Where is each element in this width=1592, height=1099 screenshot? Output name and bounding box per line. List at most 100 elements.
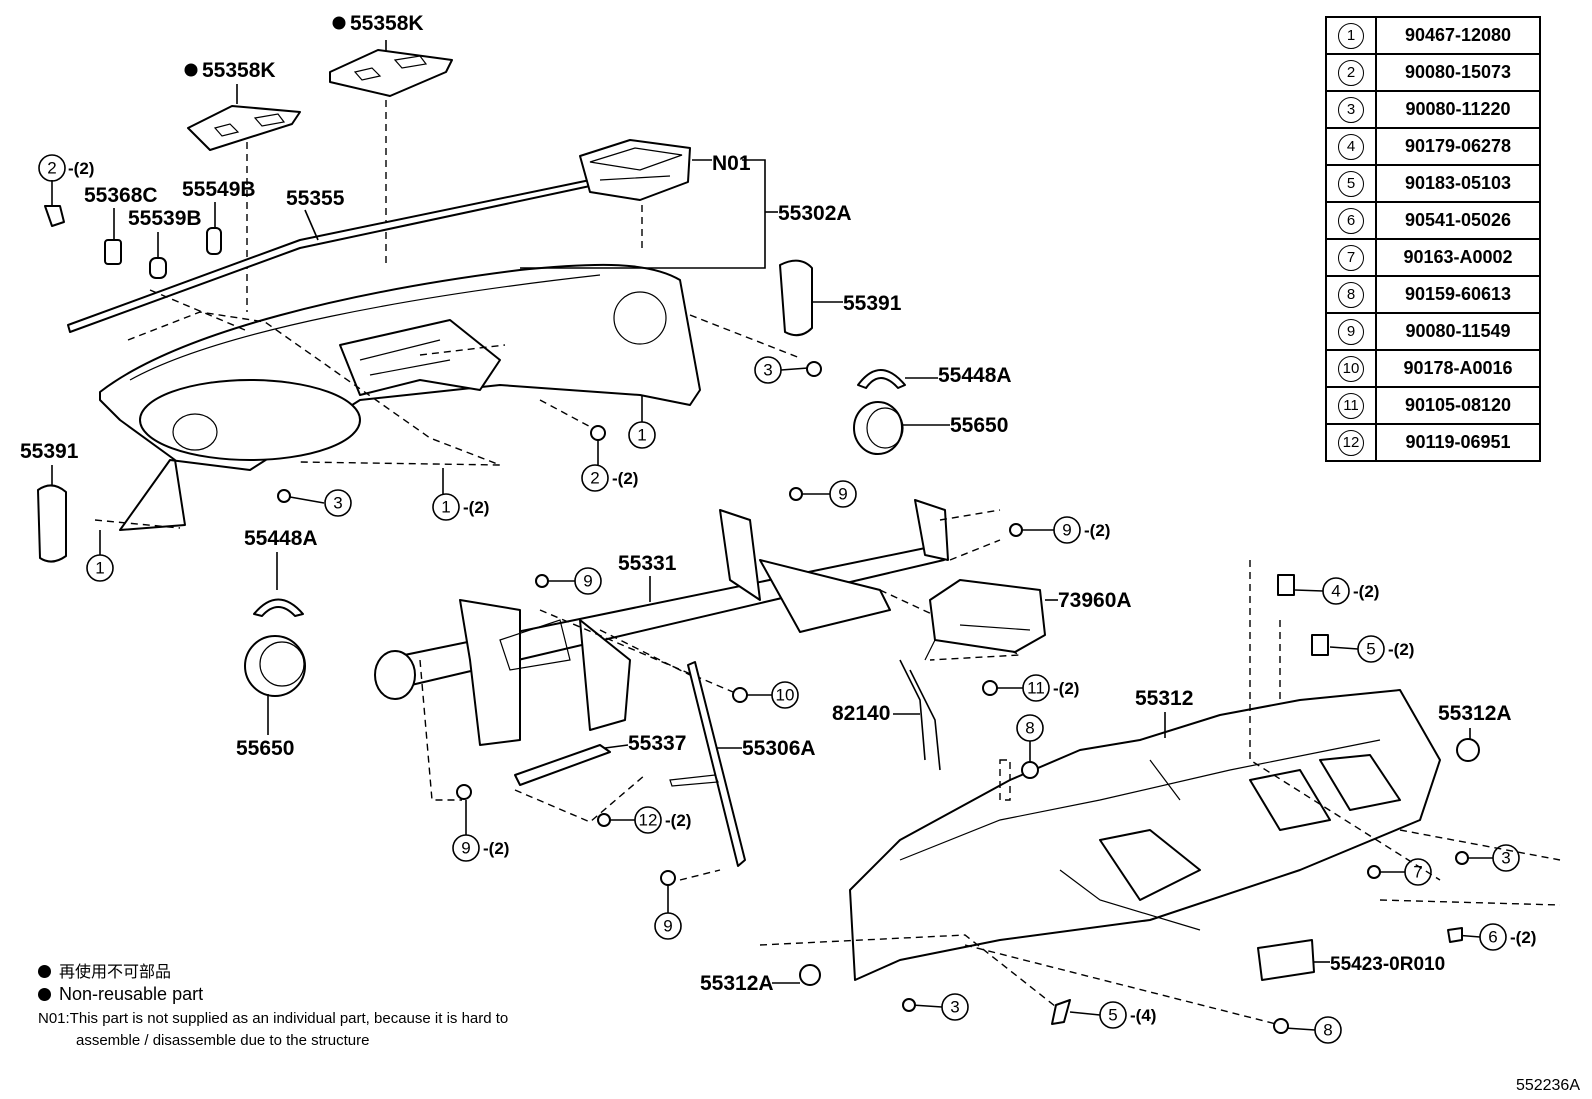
svg-text:3: 3 [950, 998, 959, 1017]
callout-22: 3 [911, 993, 969, 1021]
svg-text:12: 12 [639, 811, 658, 830]
label-55331: 55331 [618, 552, 677, 575]
clip-55549b [206, 227, 222, 255]
label-n01: N01 [712, 152, 751, 175]
svg-text:2: 2 [590, 469, 599, 488]
circled-number-icon: 7 [1338, 244, 1364, 271]
label-55423: 55423-0R010 [1330, 954, 1445, 975]
label-55650-left: 55650 [236, 737, 294, 760]
table-row: 4 90179-06278 [1325, 127, 1541, 166]
svg-text:-(2): -(2) [1053, 679, 1079, 698]
circled-number-icon: 8 [1338, 281, 1364, 308]
panel-55358k-right [329, 49, 453, 97]
callout-18: 9 [654, 885, 682, 940]
svg-text:1: 1 [637, 426, 646, 445]
label-82140: 82140 [832, 702, 890, 725]
clip-55539b [149, 257, 167, 279]
svg-text:7: 7 [1413, 863, 1422, 882]
table-cell-part: 90178-A0016 [1375, 349, 1541, 388]
label-55312a-left: 55312A [700, 972, 774, 995]
clip-55312a-right [1456, 738, 1480, 762]
note-n01-line1: N01:This part is not supplied as an indi… [38, 1010, 509, 1027]
callout-5: 1-(2) [432, 468, 489, 521]
filled-circle-icon [38, 988, 51, 1001]
circled-number-icon: 11 [1338, 392, 1364, 419]
circled-number-icon: 5 [1338, 170, 1364, 197]
callout-12: 5 -(2) [1329, 635, 1414, 663]
circled-number-icon: 1 [1338, 22, 1364, 49]
svg-text:3: 3 [333, 494, 342, 513]
svg-text:6: 6 [1488, 928, 1497, 947]
fastener-icons [277, 361, 1469, 1034]
table-cell-part: 90080-11549 [1375, 312, 1541, 351]
circled-number-icon: 2 [1338, 59, 1364, 86]
label-55337: 55337 [628, 732, 686, 755]
label-55358k-right: 55358K [350, 12, 424, 35]
pad-55391-right [779, 259, 813, 337]
svg-text:9: 9 [1062, 521, 1071, 540]
callout-7: 1 [628, 395, 656, 449]
svg-text:-(2): -(2) [1388, 640, 1414, 659]
svg-text:-(2): -(2) [612, 469, 638, 488]
label-55391-left: 55391 [20, 440, 79, 463]
table-cell-part: 90179-06278 [1375, 127, 1541, 166]
table-cell-part: 90119-06951 [1375, 423, 1541, 462]
label-55302a: 55302A [778, 202, 852, 225]
note-n01-line2: assemble / disassemble due to the struct… [76, 1032, 370, 1049]
vent-55650-right [853, 401, 904, 455]
callout-15: 8 [1016, 714, 1044, 765]
callout-14: 11 -(2) [995, 674, 1079, 702]
callout-13: 10 [745, 681, 799, 709]
non-reusable-dot [184, 63, 198, 77]
note-non-reusable-en: Non-reusable part [38, 984, 203, 1005]
svg-text:5: 5 [1366, 640, 1375, 659]
svg-text:8: 8 [1323, 1021, 1332, 1040]
table-row: 5 90183-05103 [1325, 164, 1541, 203]
table-cell-part: 90541-05026 [1375, 201, 1541, 240]
label-55391-right: 55391 [843, 292, 902, 315]
cover-55423 [1257, 939, 1315, 981]
circled-number-icon: 3 [1338, 96, 1364, 123]
label-73960a: 73960A [1058, 589, 1132, 612]
panel-55358k-left [187, 105, 301, 151]
table-row: 9 90080-11549 [1325, 312, 1541, 351]
brace-55306a [687, 661, 746, 867]
label-55448a-left: 55448A [244, 527, 318, 550]
pad-55391-left [37, 484, 67, 563]
callout-11: 4-(2) [1294, 577, 1379, 605]
callout-21: 6-(2) [1454, 923, 1536, 951]
svg-text:-(4): -(4) [1130, 1006, 1156, 1025]
table-cell-part: 90159-60613 [1375, 275, 1541, 314]
instrument-panel-lower [849, 689, 1441, 981]
callout-19: 3 [1465, 844, 1520, 872]
svg-text:-(2): -(2) [1084, 521, 1110, 540]
svg-text:-(2): -(2) [463, 498, 489, 517]
svg-text:3: 3 [763, 361, 772, 380]
trim-55448a-left [253, 598, 304, 617]
svg-text:9: 9 [461, 839, 470, 858]
label-55539b: 55539B [128, 207, 202, 230]
svg-text:2: 2 [47, 159, 56, 178]
callout-10: 9 [545, 567, 602, 595]
clip-55368c [104, 239, 122, 265]
svg-text:5: 5 [1108, 1006, 1117, 1025]
label-55312: 55312 [1135, 687, 1193, 710]
circled-number-icon: 9 [1338, 318, 1364, 345]
callout-2: 3 [289, 489, 352, 517]
table-row: 10 90178-A0016 [1325, 349, 1541, 388]
svg-text:11: 11 [1027, 679, 1045, 698]
screw-icon [44, 205, 65, 227]
circled-number-icon: 6 [1338, 207, 1364, 234]
circled-number-icon: 4 [1338, 133, 1364, 160]
callout-20: 7 [1378, 858, 1432, 886]
table-cell-part: 90183-05103 [1375, 164, 1541, 203]
circled-number-icon: 10 [1338, 355, 1364, 382]
non-reusable-dot [332, 16, 346, 30]
callout-17: 9-(2) [452, 800, 509, 862]
diagram-id: 552236A [1515, 1077, 1580, 1094]
callout-16: 12-(2) [608, 806, 691, 834]
